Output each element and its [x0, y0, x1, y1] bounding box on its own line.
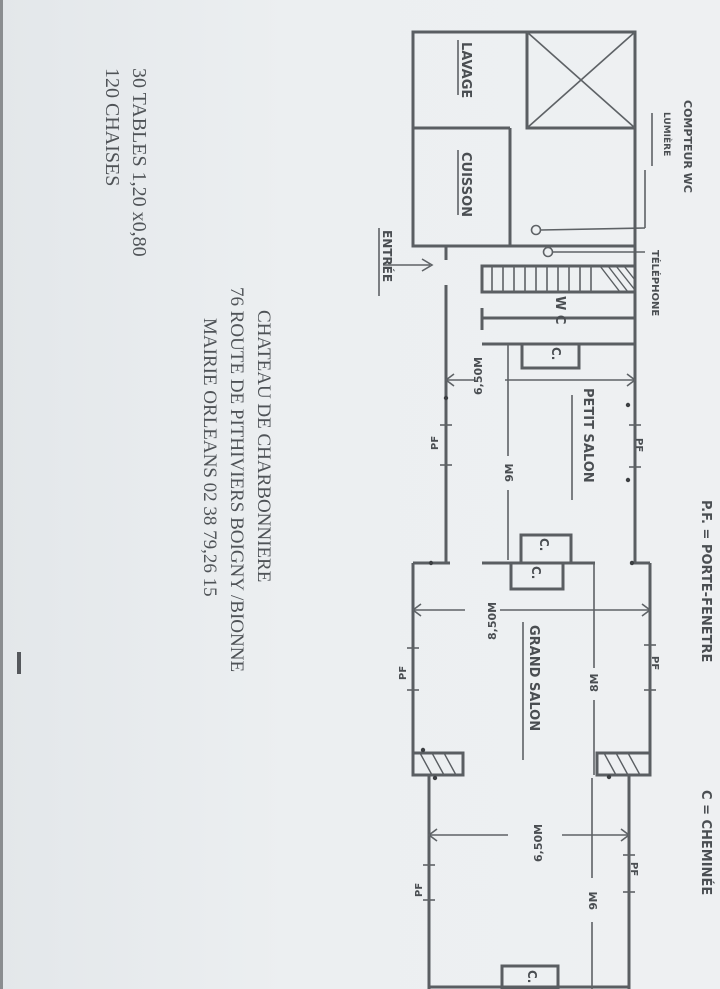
petit-salon — [440, 344, 641, 560]
dim-grand-salon-length: 8M — [588, 673, 601, 692]
dim-petit-salon-width: 6,50M — [472, 357, 485, 395]
capacity-chairs: 120 CHAISES — [101, 68, 123, 186]
legend-pf: P.F. = PORTE-FENETRE — [698, 500, 713, 662]
pillar-left — [411, 751, 465, 777]
pillar-right — [595, 751, 652, 777]
capacity-tables: 30 TABLES 1,20 x0,80 — [128, 68, 150, 257]
dim-petit-salon-length: 9M — [503, 463, 516, 482]
label-chimney-petit: C. — [549, 347, 563, 360]
label-chimney-grand-1: C. — [537, 538, 551, 551]
scan-mark — [17, 652, 21, 674]
label-pf-1: PF — [430, 436, 441, 450]
label-telephone: TÉLÉPHONE — [649, 250, 662, 316]
label-lavage: LAVAGE — [458, 42, 473, 98]
label-chimney-third: C. — [525, 970, 539, 983]
label-pf-4: PF — [649, 656, 660, 670]
legend-c: C = CHEMINÉE — [698, 790, 714, 895]
label-wc: W C — [552, 296, 567, 324]
dim-grand-salon-width: 8,50M — [486, 602, 499, 640]
label-compteur-wc: COMPTEUR WC — [681, 100, 694, 193]
third-room — [423, 775, 635, 989]
dim-third-room-length: 9M — [587, 891, 600, 910]
venue-address: 76 ROUTE DE PITHIVIERS BOIGNY /BIONNE — [226, 287, 247, 672]
kitchen-block — [411, 30, 637, 248]
label-lumiere: LUMIÈRE — [661, 112, 673, 156]
label-entree: ENTRÉE — [380, 230, 395, 282]
venue-contact: MAIRIE ORLEANS 02 38 79,26 15 — [199, 318, 220, 597]
chimney-petit-salon — [520, 342, 581, 370]
label-pf-6: PF — [628, 862, 639, 876]
scan-edge — [0, 0, 3, 989]
meters — [530, 170, 646, 258]
label-pf-2: PF — [633, 438, 644, 452]
chimney-third-room — [500, 964, 560, 989]
label-cuisson: CUISSON — [458, 152, 473, 217]
label-pf-3: PF — [398, 666, 409, 680]
chimney-grand-salon-2 — [509, 561, 565, 591]
label-petit-salon: PETIT SALON — [580, 388, 595, 483]
venue-name: CHATEAU DE CHARBONNIERE — [253, 310, 274, 582]
label-grand-salon: GRAND SALON — [526, 625, 541, 731]
storage-box — [525, 30, 637, 130]
label-chimney-grand-2: C. — [529, 566, 543, 579]
dim-third-room-width: 6,50M — [532, 824, 545, 862]
label-pf-5: PF — [414, 883, 425, 897]
grand-salon — [407, 500, 656, 781]
